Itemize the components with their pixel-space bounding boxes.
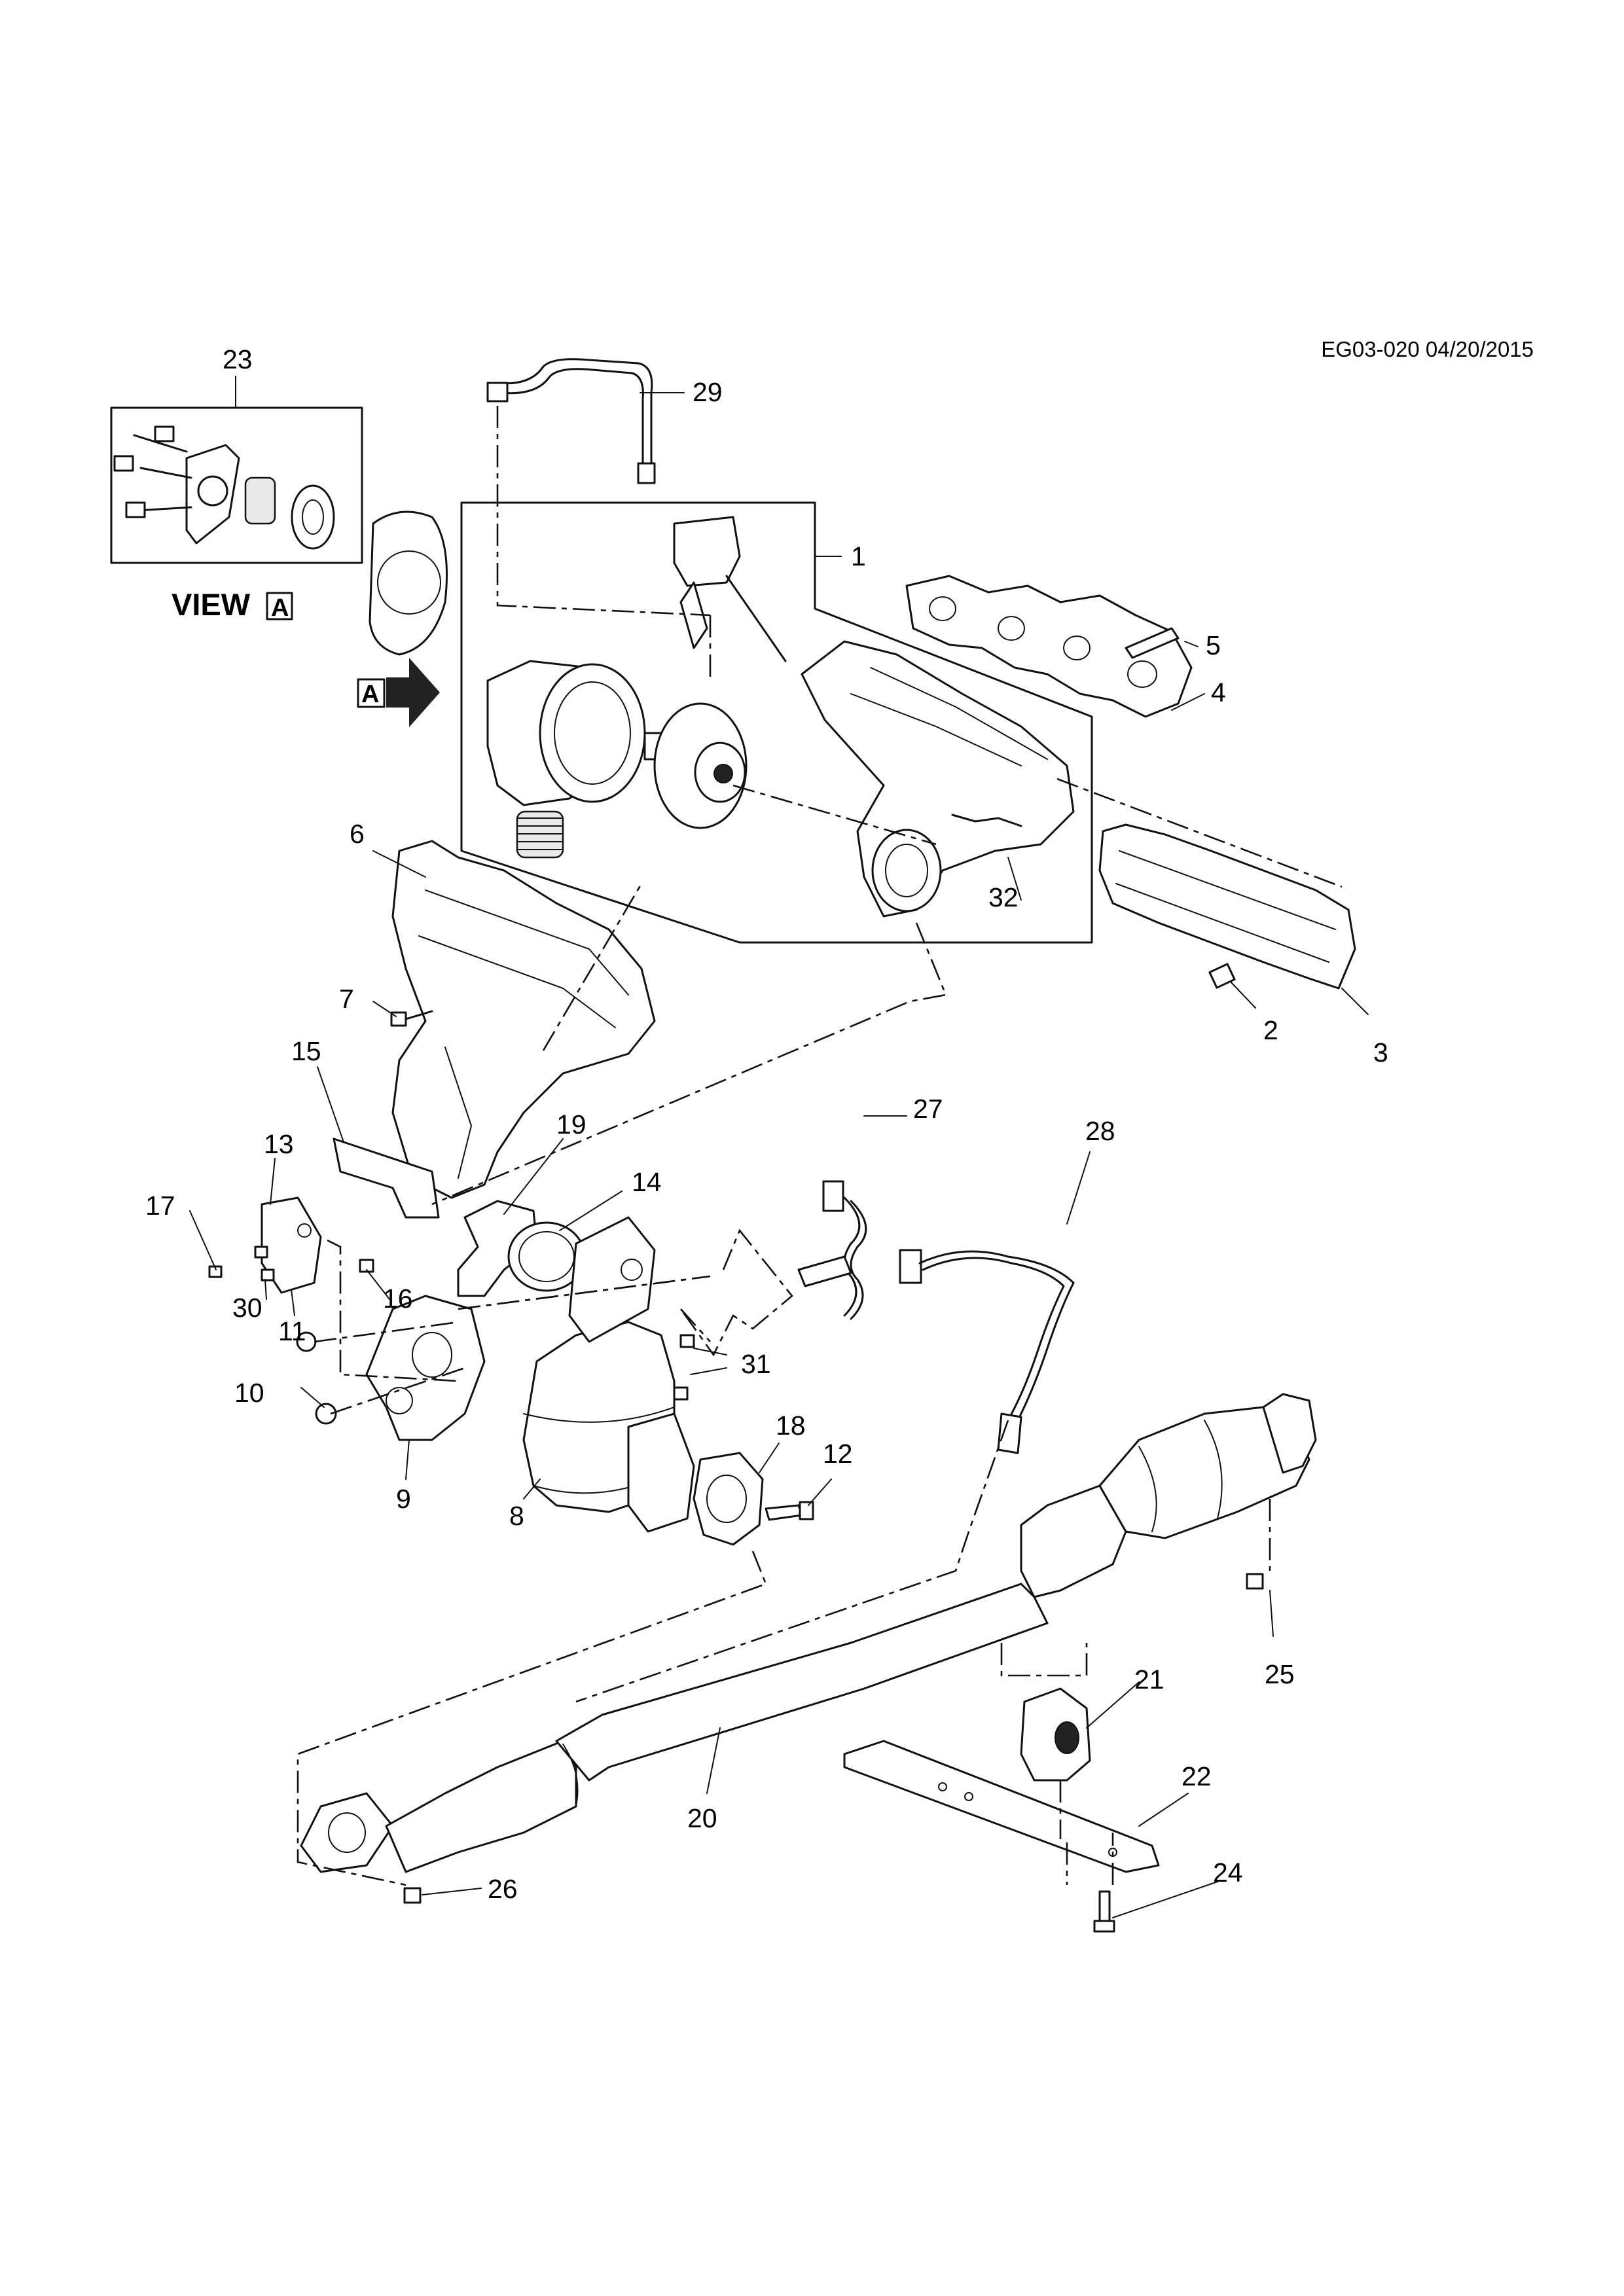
callout-6: 6: [350, 819, 365, 849]
callout-27: 27: [913, 1094, 943, 1124]
callout-14: 14: [632, 1167, 662, 1197]
bolt-12-drawing: [765, 1504, 803, 1521]
nut-2-drawing: [1208, 963, 1236, 989]
exhaust-pipe-20-drawing: [300, 1393, 1317, 1873]
callout-32: 32: [988, 882, 1019, 912]
nut-25-drawing: [1246, 1573, 1264, 1590]
nut-10b-drawing: [315, 1403, 337, 1425]
bracket-15-drawing: [333, 1138, 440, 1219]
diagram-reference: EG03-020 04/20/2015: [1321, 337, 1534, 361]
callout-24: 24: [1213, 1857, 1243, 1888]
callout-2: 2: [1263, 1015, 1278, 1045]
callout-13: 13: [264, 1129, 294, 1159]
callout-16: 16: [383, 1283, 413, 1314]
bracket-22-drawing: [843, 1740, 1160, 1873]
turbo-bracket-drawing: [113, 425, 335, 550]
callout-29: 29: [693, 377, 723, 407]
callout-20: 20: [687, 1803, 717, 1833]
gasket-3-drawing: [1098, 823, 1356, 990]
bolt-31b-drawing: [673, 1386, 689, 1401]
callout-4: 4: [1211, 677, 1226, 708]
callout-15: 15: [291, 1036, 321, 1066]
callout-1: 1: [851, 541, 866, 571]
callout-3: 3: [1373, 1037, 1388, 1067]
heat-shield-9-drawing: [365, 1295, 486, 1441]
callout-18: 18: [776, 1410, 806, 1441]
callout-17: 17: [145, 1191, 175, 1221]
callout-30: 30: [232, 1293, 262, 1323]
assembly-centerlines: [297, 406, 1343, 1886]
view-arrow-icon: [386, 658, 440, 727]
callout-19: 19: [556, 1109, 586, 1139]
gasket-4-drawing: [905, 575, 1193, 718]
cat-outlet-pipe-drawing: [627, 1412, 695, 1533]
sensor-pipe-29-drawing: [486, 358, 656, 484]
callout-10: 10: [234, 1378, 264, 1408]
bolt-24-drawing: [1098, 1890, 1111, 1926]
callout-25: 25: [1265, 1659, 1295, 1689]
callout-22: 22: [1182, 1761, 1212, 1791]
callout-8: 8: [509, 1501, 524, 1531]
turbo-assembly-frame: [460, 501, 1093, 944]
callout-7: 7: [339, 984, 354, 1014]
bolt-13-drawing: [254, 1246, 268, 1259]
inset-frame: [110, 406, 363, 564]
view-a-box: [266, 592, 293, 620]
callout-5: 5: [1206, 630, 1221, 660]
stud-5-drawing: [1125, 627, 1180, 659]
leader-lines: [189, 392, 1369, 1918]
bolt-17-drawing: [208, 1265, 223, 1278]
exhaust-manifold-6-drawing: [391, 840, 656, 1199]
clamp-19-drawing: [457, 1200, 538, 1297]
callout-26: 26: [488, 1874, 518, 1904]
gasket-18-drawing: [693, 1452, 764, 1546]
turbocharger-drawing: [486, 516, 1075, 918]
callout-31: 31: [741, 1349, 771, 1379]
bracket-11-drawing: [261, 1196, 322, 1294]
arrow-a-letter: A: [361, 681, 379, 708]
view-a-letter: A: [271, 594, 289, 622]
callout-9: 9: [396, 1484, 411, 1514]
oxygen-sensor-28-drawing: [899, 1249, 1075, 1454]
callout-11: 11: [278, 1316, 306, 1346]
engine-flange-drawing: [369, 511, 448, 656]
callout-23: 23: [223, 344, 253, 374]
bolt-16-drawing: [359, 1259, 374, 1273]
nut-26-drawing: [403, 1887, 422, 1904]
nut-30-drawing: [261, 1268, 275, 1282]
callout-28: 28: [1085, 1116, 1115, 1146]
callout-12: 12: [823, 1439, 853, 1469]
bolt-31a-drawing: [679, 1334, 695, 1348]
view-a-inset: [110, 376, 363, 564]
arrow-a-box: [357, 678, 386, 708]
cat-inlet-flange-drawing: [568, 1216, 656, 1343]
oxygen-sensor-27-drawing: [797, 1180, 867, 1320]
callout-labels: 1 2 3 4 5 6 7 8 9 10 11 12 13 14 15 16 1…: [145, 344, 1388, 1904]
callout-21: 21: [1134, 1664, 1164, 1695]
view-a-title: VIEW: [171, 587, 251, 622]
